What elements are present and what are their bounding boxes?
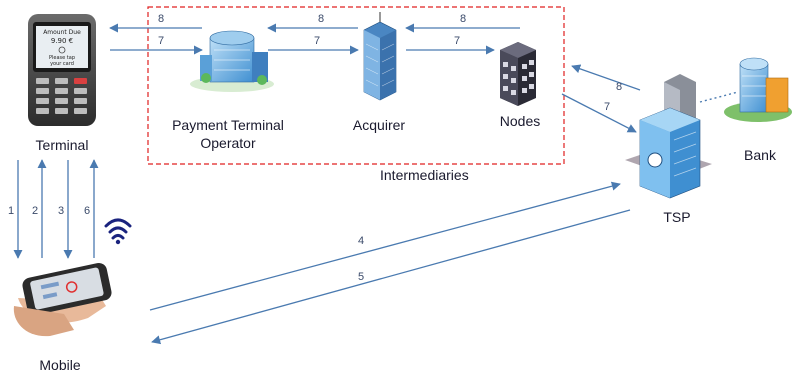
arrow-7-nodes-tsp xyxy=(561,93,637,133)
nodes-label: Nodes xyxy=(500,113,540,129)
terminal-label: Terminal xyxy=(36,137,89,153)
intermediaries-label: Intermediaries xyxy=(380,167,469,183)
pto-label-line2: Operator xyxy=(200,135,256,151)
arrow-8-number-3: 8 xyxy=(460,13,466,25)
skyscraper-icon xyxy=(363,12,397,101)
arrow-5-number: 5 xyxy=(358,271,364,283)
arrow-2-number: 2 xyxy=(32,205,38,217)
arrow-4 xyxy=(149,181,621,311)
arrow-4-number: 4 xyxy=(358,235,364,247)
arrow-7-number-1: 7 xyxy=(158,35,164,47)
arrow-8-tsp-nodes xyxy=(571,64,641,91)
tsp-label: TSP xyxy=(663,209,690,225)
bank-building-icon xyxy=(724,57,792,122)
acquirer-label: Acquirer xyxy=(353,117,405,133)
arrow-1-number: 1 xyxy=(8,205,14,217)
arrow-8-number-1: 8 xyxy=(158,13,164,25)
tsp-building-icon xyxy=(625,74,712,199)
arrow-5 xyxy=(151,209,631,345)
svg-text:9.90 €: 9.90 € xyxy=(51,37,73,45)
tsp-bank-link xyxy=(699,91,739,103)
pto-label-line1: Payment Terminal xyxy=(172,117,284,133)
intermediaries-group-box xyxy=(147,6,565,165)
terminal-icon: Amount Due 9.90 € Please tap your card xyxy=(28,14,96,126)
building-icon xyxy=(190,30,274,92)
nfc-waves-icon xyxy=(104,218,132,245)
mobile-phone-icon xyxy=(13,262,112,337)
svg-text:Please tap: Please tap xyxy=(49,55,75,61)
arrow-8-number-4: 8 xyxy=(616,81,622,93)
arrow-6-number: 6 xyxy=(84,205,90,217)
arrow-7-number-3: 7 xyxy=(454,35,460,47)
svg-text:Amount Due: Amount Due xyxy=(43,29,81,36)
arrow-3-number: 3 xyxy=(58,205,64,217)
arrow-8-number-2: 8 xyxy=(318,13,324,25)
bank-label: Bank xyxy=(744,147,777,163)
arrow-7-number-2: 7 xyxy=(314,35,320,47)
arrow-7-number-4: 7 xyxy=(604,101,610,113)
server-block-icon xyxy=(500,42,536,106)
svg-text:your card: your card xyxy=(50,61,74,67)
mobile-label: Mobile xyxy=(39,357,80,373)
